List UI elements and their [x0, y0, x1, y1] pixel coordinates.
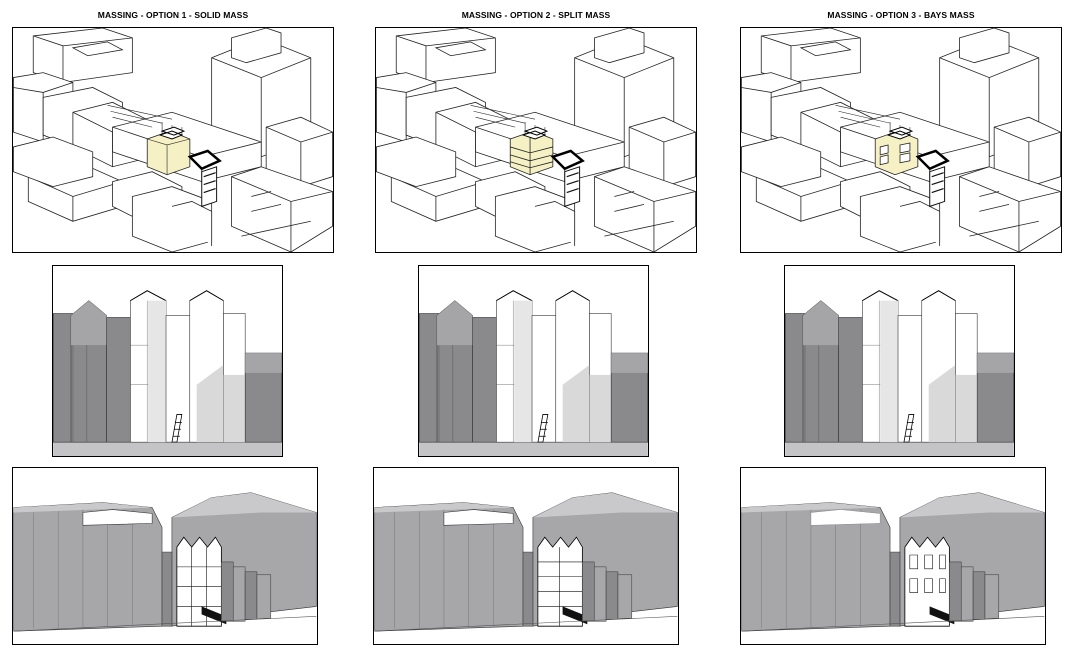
option-3-title: MASSING - OPTION 3 - BAYS MASS: [827, 10, 975, 20]
elevation-view-option-2: [418, 265, 649, 457]
street-perspective-option-1: [12, 467, 318, 645]
elevation-drawing: [419, 290, 648, 456]
aerial-view-option-2: [375, 27, 697, 253]
aerial-drawing: [741, 28, 1061, 252]
elevation-drawing: [785, 290, 1014, 456]
aerial-view-option-1: [12, 27, 334, 253]
aerial-drawing: [13, 28, 333, 252]
street-perspective-drawing: [741, 468, 1045, 644]
aerial-view-option-3: [740, 27, 1062, 253]
elevation-view-option-1: [52, 265, 283, 457]
elevation-view-option-3: [784, 265, 1015, 457]
street-perspective-drawing: [13, 468, 317, 644]
street-perspective-drawing: [374, 468, 678, 644]
street-perspective-option-3: [740, 467, 1046, 645]
street-perspective-option-2: [373, 467, 679, 645]
option-1-title: MASSING - OPTION 1 - SOLID MASS: [97, 10, 249, 20]
elevation-drawing: [53, 290, 282, 456]
aerial-drawing: [376, 28, 696, 252]
option-2-title: MASSING - OPTION 2 - SPLIT MASS: [461, 10, 611, 20]
